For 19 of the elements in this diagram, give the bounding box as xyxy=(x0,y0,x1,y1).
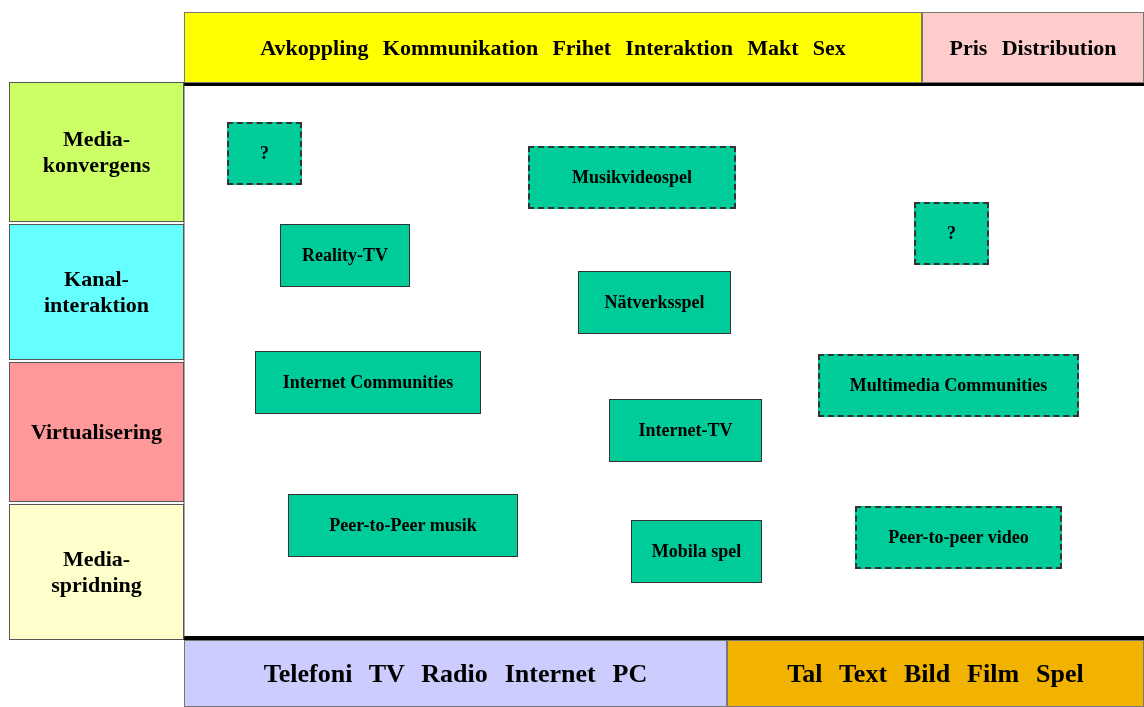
service-box: Peer-to-Peer musik xyxy=(288,494,518,557)
dimension-box: Media- konvergens xyxy=(9,82,184,222)
service-box: Mobila spel xyxy=(631,520,762,583)
dimension-box: Virtualisering xyxy=(9,362,184,502)
service-box: Peer-to-peer video xyxy=(855,506,1062,569)
attribute-band: Avkoppling Kommunikation Frihet Interaktion Makt Sex xyxy=(184,12,922,83)
service-box: Musikvideospel xyxy=(528,146,736,209)
service-box: Internet-TV xyxy=(609,399,762,462)
attribute-band: Pris Distribution xyxy=(922,12,1144,83)
service-box: Reality-TV xyxy=(280,224,410,287)
service-box: ? xyxy=(227,122,302,185)
service-box: Nätverksspel xyxy=(578,271,731,334)
service-box: Multimedia Communities xyxy=(818,354,1079,417)
service-box: ? xyxy=(914,202,989,265)
service-box: Internet Communities xyxy=(255,351,481,414)
dimension-box: Media- spridning xyxy=(9,504,184,640)
dimension-box: Kanal- interaktion xyxy=(9,224,184,360)
media-band: Tal Text Bild Film Spel xyxy=(727,640,1144,707)
media-band: Telefoni TV Radio Internet PC xyxy=(184,640,727,707)
